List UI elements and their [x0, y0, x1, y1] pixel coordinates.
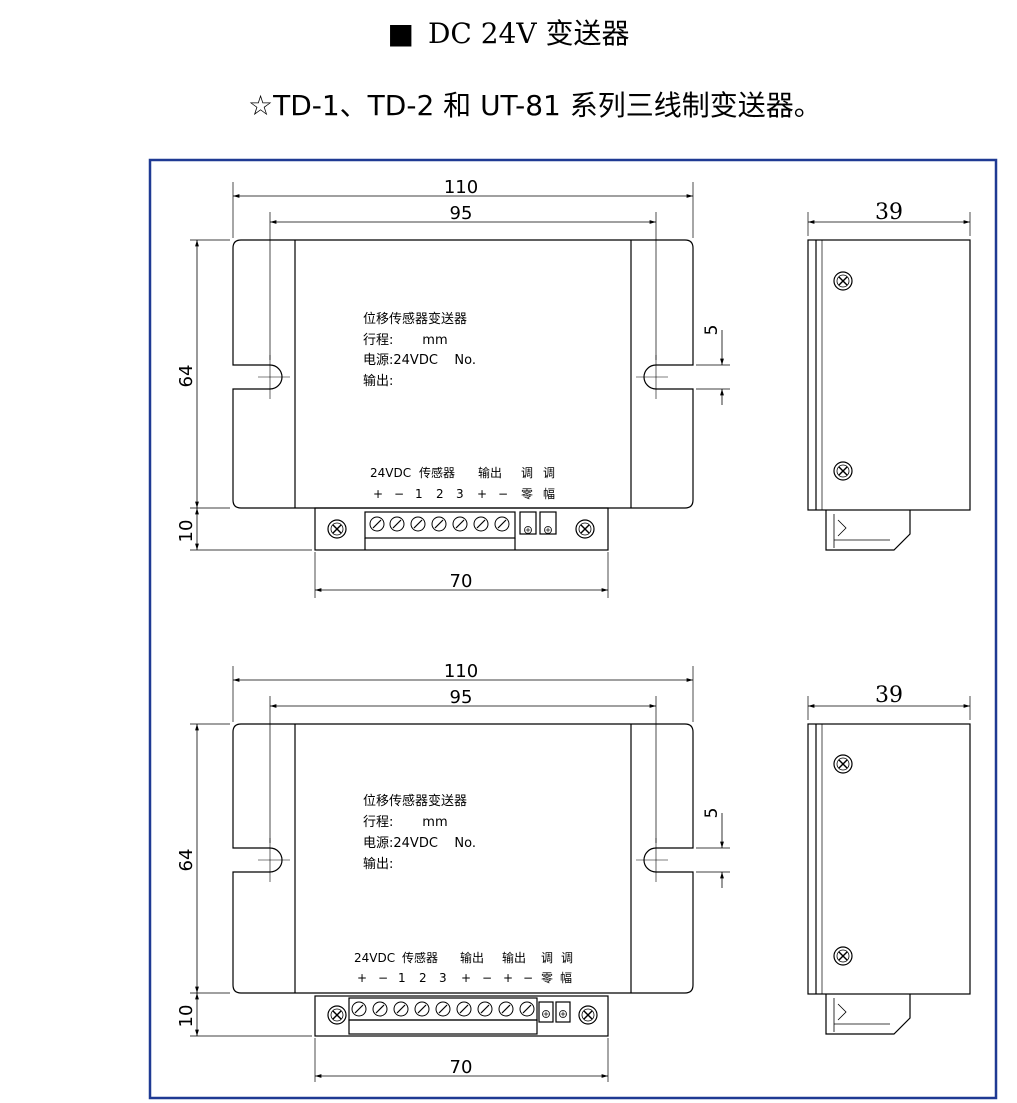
label-plate-line2: 行程: mm [363, 333, 448, 348]
terminal-screw-icon [435, 1001, 451, 1017]
terminal-screw-icon [498, 1001, 514, 1017]
terminal-screw-icon [414, 1001, 430, 1017]
mount-screw-icon [327, 1005, 347, 1025]
mount-screw-icon [327, 519, 347, 539]
group-label-24vdc: 24VDC [354, 951, 395, 965]
terminal-screw-icon [369, 516, 385, 532]
pin-label: − [482, 971, 492, 985]
bottom-unit [190, 666, 730, 1082]
dim-terminal-height: 10 [176, 520, 197, 543]
terminal-screw-icon [351, 1001, 367, 1017]
label-plate-line1: 位移传感器变送器 [363, 793, 467, 809]
group-label-adjust: 调 [521, 466, 533, 480]
terminal-screw-icon [393, 1001, 409, 1017]
drawing-frame [148, 158, 998, 1100]
group-label-24vdc: 24VDC [370, 466, 411, 480]
side-screw-icon [833, 754, 853, 774]
dim-width-holes: 95 [450, 203, 473, 224]
label-plate-line1: 位移传感器变送器 [363, 311, 467, 327]
pin-label: 3 [456, 487, 464, 501]
dim-hole-size: 5 [702, 808, 722, 819]
terminal-screw-icon [456, 1001, 472, 1017]
terminal-screw-icon [431, 516, 447, 532]
terminal-screw-icon [494, 516, 510, 532]
pin-label: 2 [436, 487, 444, 501]
pin-label: 幅 [543, 486, 555, 501]
top-unit-hardware [327, 516, 595, 539]
pin-label: − [498, 487, 508, 501]
dim-height-body: 64 [176, 365, 197, 388]
pin-label: 2 [419, 971, 427, 985]
pin-label: + [461, 971, 471, 985]
pin-label: 1 [398, 971, 406, 985]
side-screw-icon [833, 271, 853, 291]
terminal-screw-icon [389, 516, 405, 532]
terminal-screw-icon [452, 516, 468, 532]
group-label-output: 输出 [502, 950, 526, 965]
trim-pot-icon [544, 526, 552, 534]
side-screw-icon [833, 461, 853, 481]
bottom-unit-text: 110 95 64 10 70 5 位移传感器变送器 行程: mm 电源:24V… [176, 661, 722, 1078]
terminal-screw-icon [473, 516, 489, 532]
dim-width-total: 110 [444, 661, 478, 682]
terminal-screw-icon [519, 1001, 535, 1017]
pin-label: + [373, 487, 383, 501]
pin-label: + [357, 971, 367, 985]
dim-side-depth: 39 [875, 200, 903, 225]
top-unit-text: 110 95 64 10 70 5 位移传感器变送器 行程: mm 电源:24V… [176, 177, 722, 592]
trim-pot-icon [524, 526, 532, 534]
trim-pot-icon [542, 1010, 550, 1018]
dim-height-body: 64 [176, 849, 197, 872]
bottom-unit-hardware [327, 1001, 598, 1025]
group-label-adjust: 调 [561, 951, 573, 965]
group-label-adjust: 调 [543, 466, 555, 480]
pin-label: + [503, 971, 513, 985]
title-text: DC 24V 变送器 [427, 17, 630, 50]
group-label-adjust: 调 [541, 951, 553, 965]
dim-side-depth: 39 [875, 683, 903, 708]
group-label-sensor: 传感器 [419, 465, 455, 480]
dim-terminal-height: 10 [176, 1005, 197, 1028]
group-label-output: 输出 [478, 465, 502, 480]
dim-terminal-width: 70 [450, 1057, 473, 1078]
mount-screw-icon [575, 519, 595, 539]
terminal-screw-icon [372, 1001, 388, 1017]
pin-label: 1 [415, 487, 423, 501]
pin-label: + [477, 487, 487, 501]
mount-screw-icon [578, 1005, 598, 1025]
pin-label: 幅 [560, 970, 572, 985]
label-plate-line3: 电源:24VDC No. [363, 353, 476, 368]
pin-label: 3 [439, 971, 447, 985]
terminal-screw-icon [477, 1001, 493, 1017]
label-plate-line4: 输出: [363, 856, 393, 872]
side-screw-icon [833, 946, 853, 966]
pin-label: 零 [541, 971, 553, 985]
dim-width-total: 110 [444, 177, 478, 198]
dim-width-holes: 95 [450, 687, 473, 708]
pin-label: 零 [521, 487, 533, 501]
label-plate-line3: 电源:24VDC No. [363, 836, 476, 851]
group-label-sensor: 传感器 [402, 950, 438, 965]
top-unit [190, 182, 730, 598]
top-side-view [807, 212, 971, 551]
dim-hole-size: 5 [702, 325, 722, 336]
title-marker: ■ [387, 17, 414, 50]
terminal-screw-icon [410, 516, 426, 532]
pin-label: − [394, 487, 404, 501]
group-label-output: 输出 [460, 950, 484, 965]
dim-terminal-width: 70 [450, 571, 473, 592]
label-plate-line4: 输出: [363, 373, 393, 389]
page-title: ■ DC 24V 变送器 [0, 12, 1017, 52]
bottom-side-view [807, 696, 971, 1035]
trim-pot-icon [559, 1010, 567, 1018]
label-plate-line2: 行程: mm [363, 815, 448, 830]
page-subtitle: ☆TD-1、TD-2 和 UT-81 系列三线制变送器。 [248, 89, 822, 122]
pin-label: − [378, 971, 388, 985]
pin-label: − [523, 971, 533, 985]
